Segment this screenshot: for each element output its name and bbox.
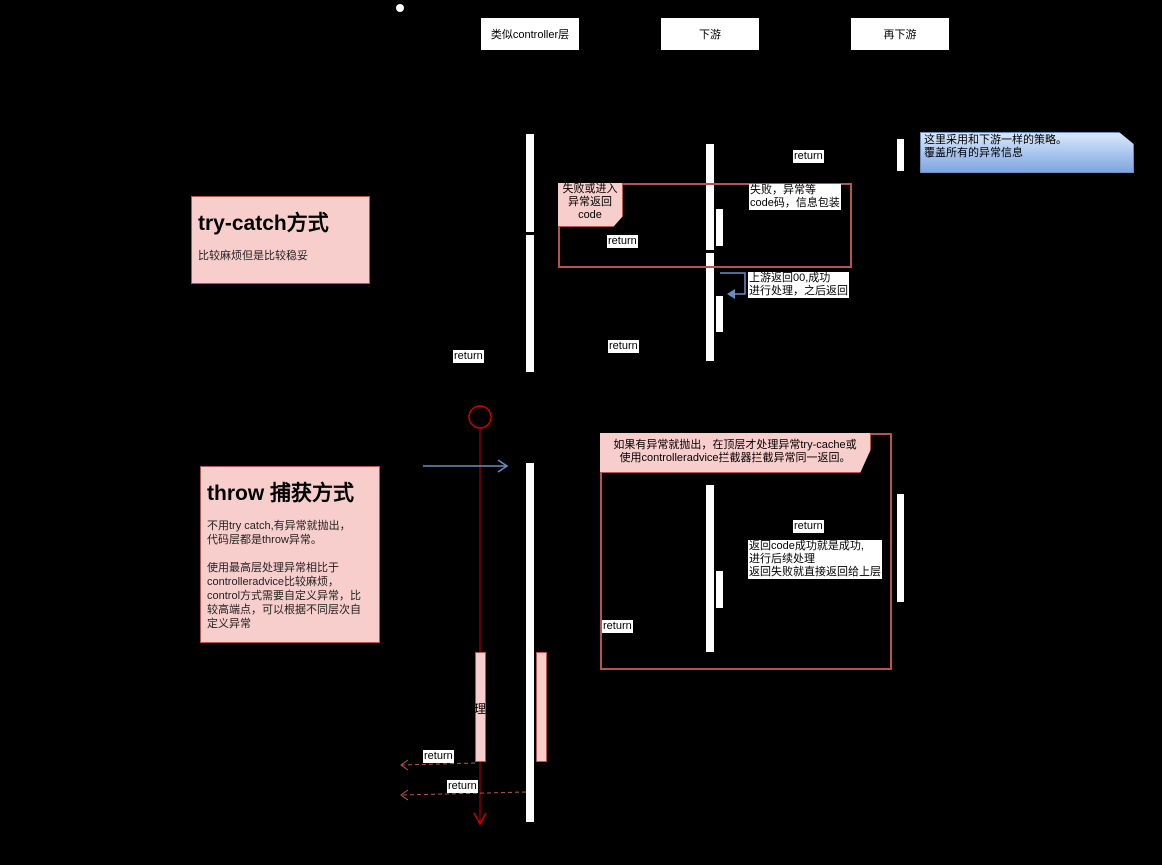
try-frame-label: 失败或进入 异常返回 code: [558, 183, 623, 227]
text-line: controlleradvice比较麻烦，: [207, 576, 340, 588]
label-line: 失败或进入: [562, 183, 618, 195]
return-label: return: [423, 750, 454, 763]
return-label: return: [608, 340, 639, 353]
card-paragraph: 使用最高层处理异常相比于 controlleradvice比较麻烦， control…: [207, 561, 373, 631]
return-label: return: [447, 780, 478, 793]
controller-lifeline-bar: [526, 463, 534, 822]
card-title: throw 捕获方式: [207, 482, 354, 505]
downstream-lifeline-bar: [706, 144, 714, 250]
success-text: 上游返回00,成功 进行处理，之后返回: [748, 272, 849, 298]
activation-bar: [716, 571, 723, 608]
text-line: 进行后续处理: [749, 553, 815, 565]
controller-lifeline-bar: [526, 134, 534, 232]
text-line: 失败，异常等: [750, 184, 816, 196]
further-lifeline-bar: [897, 494, 904, 602]
self-call-arrowhead: [727, 289, 735, 299]
text-line: 返回code成功就是成功,: [749, 540, 864, 552]
activation-bar-pink: [475, 652, 486, 762]
return-label: return: [602, 620, 633, 633]
throw-frame-label: 如果有异常就抛出，在顶层才处理异常try-cache或 使用controller…: [600, 433, 871, 473]
label-line: 异常返回: [568, 196, 612, 208]
start-dot: [396, 4, 404, 12]
start-circle: [468, 405, 492, 429]
label-line: code: [578, 209, 602, 221]
further-lifeline-bar: [897, 139, 904, 171]
fail-text: 失败，异常等 code码，信息包装: [749, 184, 841, 210]
text-line: 上游返回00,成功: [749, 272, 831, 284]
note: 这里采用和下游一样的策略。 覆盖所有的异常信息: [920, 132, 1134, 173]
text-line: 使用最高层处理异常相比于: [207, 562, 339, 574]
text-line: 代码层都是throw异常。: [207, 534, 322, 546]
return-arrow: [401, 762, 476, 766]
label-line: 使用controlleradvice拦截器拦截异常同一返回。: [619, 452, 851, 464]
participant-controller[interactable]: 类似controller层: [481, 18, 579, 50]
card-paragraph: 不用try catch,有异常就抛出， 代码层都是throw异常。: [207, 519, 373, 547]
text-line: 不用try catch,有异常就抛出，: [207, 520, 351, 532]
text-line: control方式需要自定义异常，比: [207, 590, 362, 602]
downstream-lifeline-bar: [706, 485, 714, 652]
try-catch-card: try-catch方式 比较麻烦但是比较稳妥: [191, 196, 370, 284]
activation-bar: [716, 296, 723, 332]
participant-downstream[interactable]: 下游: [661, 18, 759, 50]
note-line: 这里采用和下游一样的策略。: [924, 134, 1067, 146]
throw-card: throw 捕获方式 不用try catch,有异常就抛出， 代码层都是throw…: [200, 466, 380, 643]
activation-bar-pink: [536, 652, 547, 762]
return-label: return: [453, 350, 484, 363]
return-label: return: [607, 235, 638, 248]
controller-lifeline-bar: [526, 235, 534, 372]
throw-result-text: 返回code成功就是成功, 进行后续处理 返回失败就直接返回给上层: [748, 540, 882, 579]
red-arrowhead: [473, 812, 487, 826]
card-desc: 比较麻烦但是比较稳妥: [198, 250, 308, 262]
self-call-arrow: [720, 272, 746, 295]
text-line: 定义异常: [207, 618, 251, 630]
return-label: return: [793, 520, 824, 533]
activation-text: 理: [474, 702, 487, 716]
card-title: try-catch方式: [198, 212, 329, 235]
downstream-lifeline-bar: [706, 253, 714, 361]
note-line: 覆盖所有的异常信息: [924, 147, 1023, 159]
activation-bar: [716, 209, 723, 246]
text-line: 较高端点，可以根据不同层次自: [207, 604, 361, 616]
participant-further-downstream[interactable]: 再下游: [851, 18, 949, 50]
text-line: 返回失败就直接返回给上层: [749, 566, 881, 578]
return-label: return: [793, 150, 824, 163]
text-line: 进行处理，之后返回: [749, 285, 848, 297]
call-arrowhead: [497, 459, 509, 473]
label-line: 如果有异常就抛出，在顶层才处理异常try-cache或: [613, 439, 857, 451]
text-line: code码，信息包装: [750, 197, 840, 209]
